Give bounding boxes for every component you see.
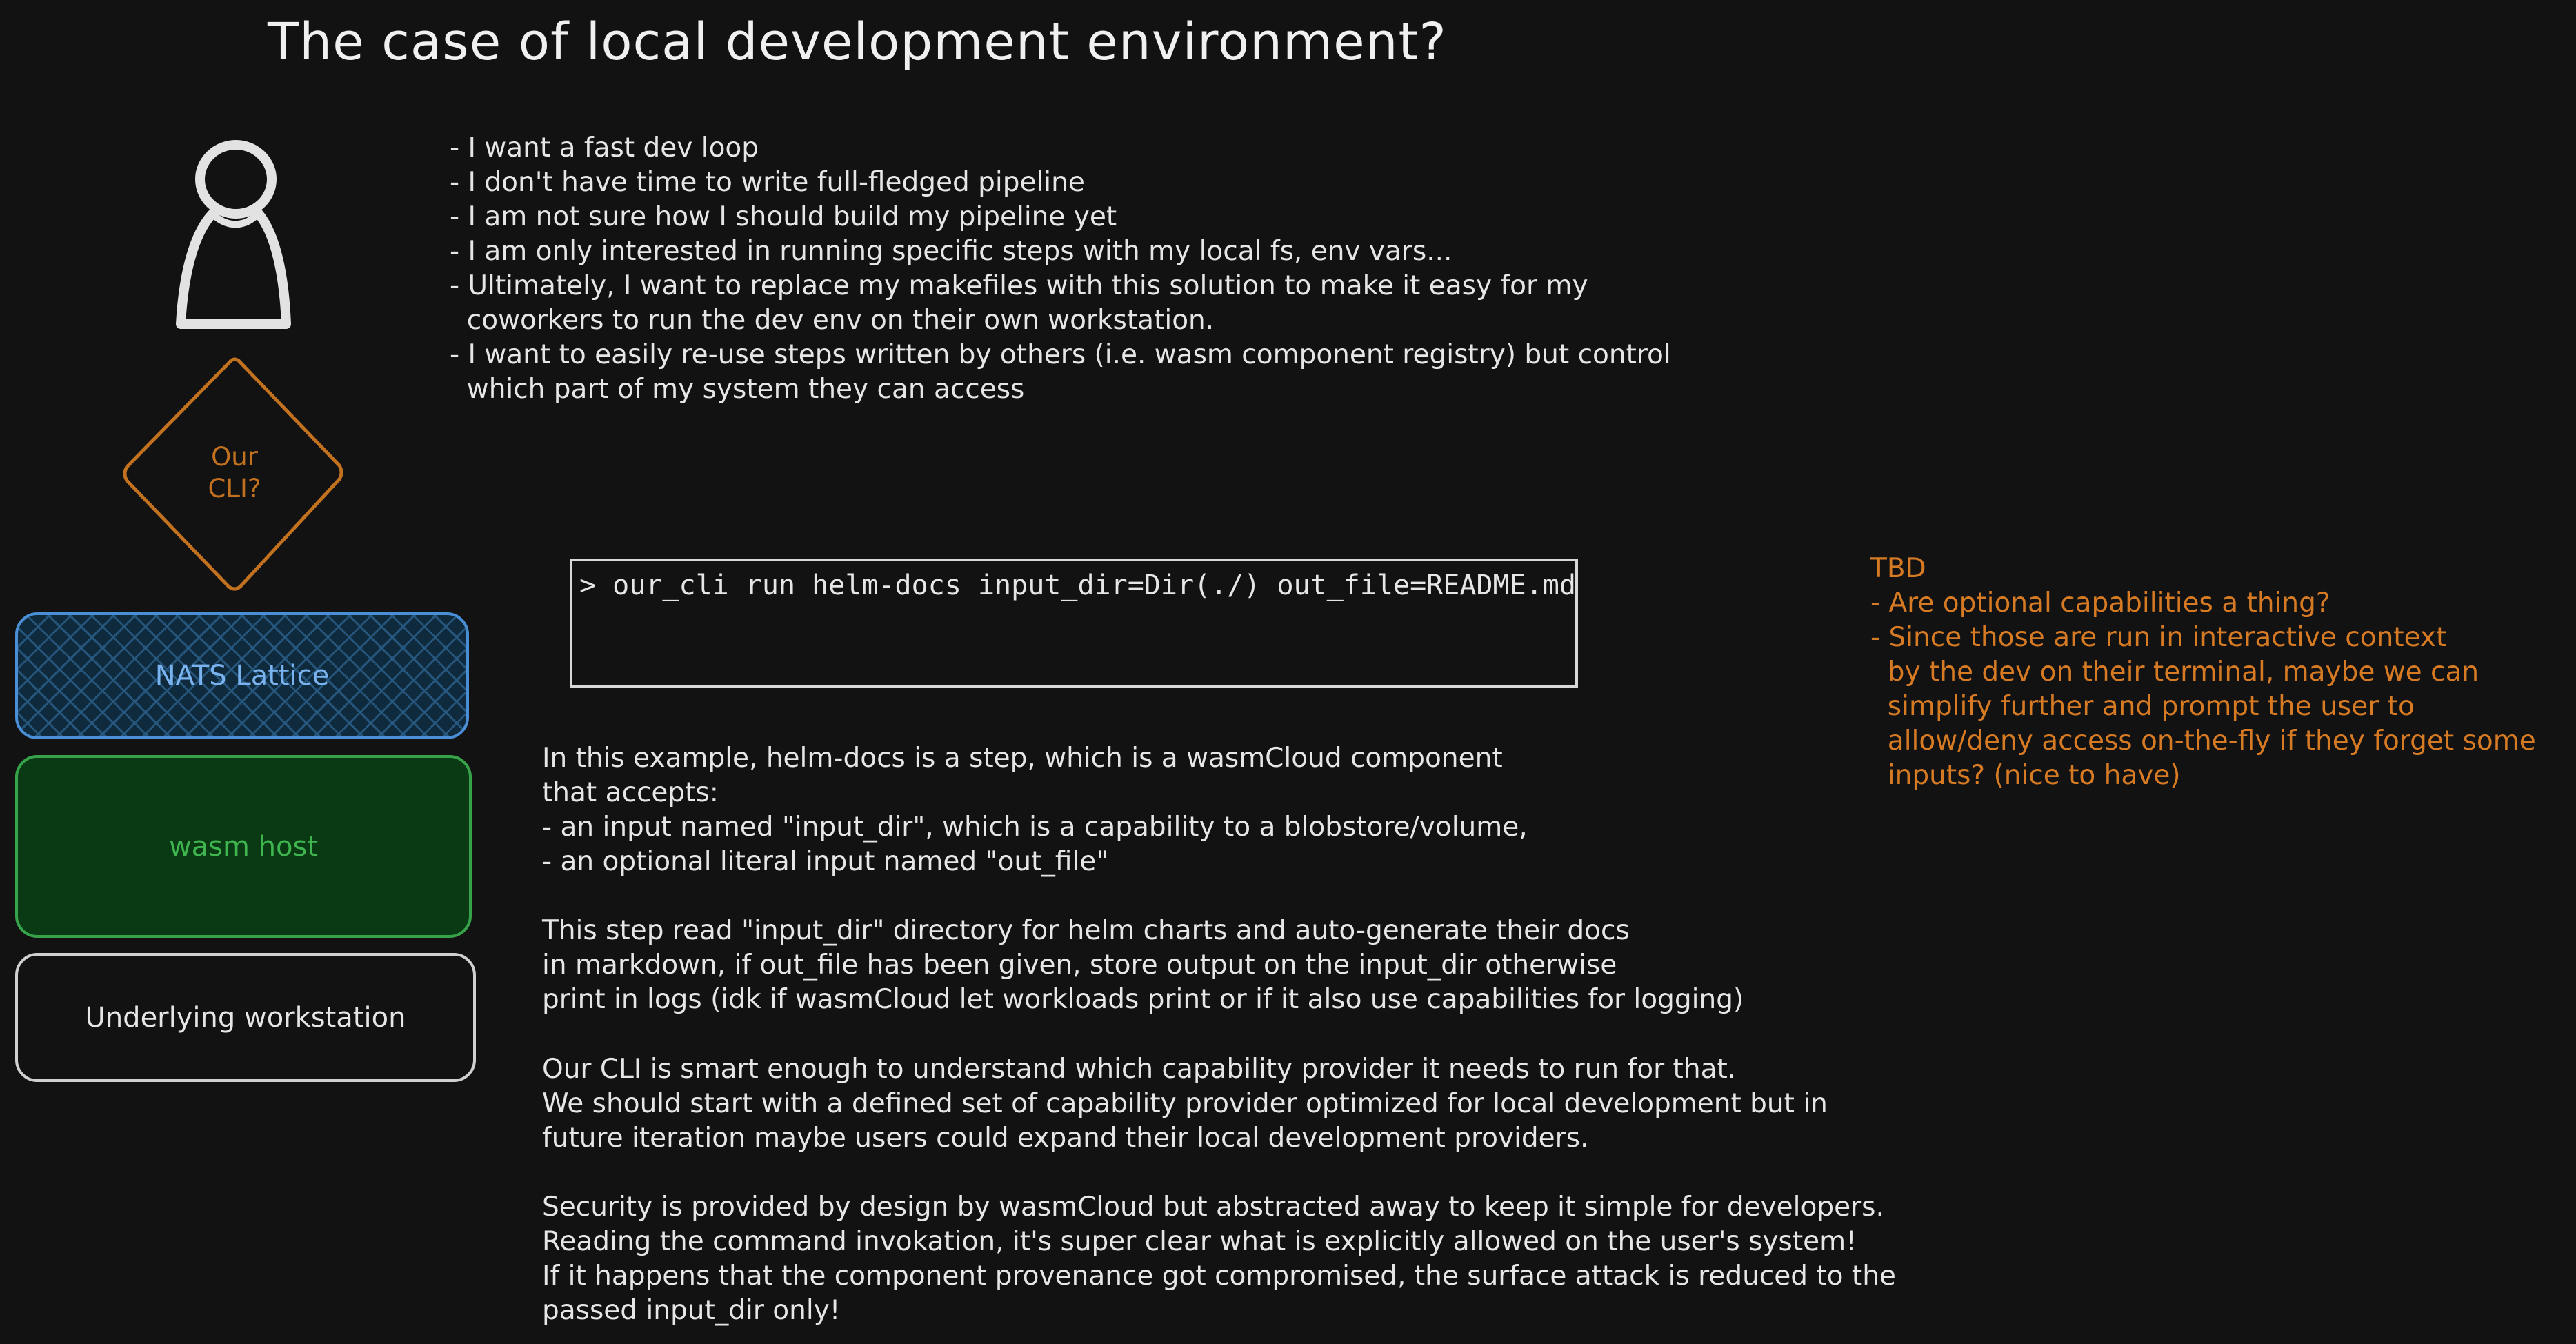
tbd-line: allow/deny access on-the-fly if they for… — [1870, 725, 2536, 756]
paragraph-step: This step read "input_dir" directory for… — [542, 914, 1744, 1017]
bullet-item: - I am not sure how I should build my pi… — [450, 201, 1117, 232]
paragraph-line: Security is provided by design by wasmCl… — [542, 1192, 1884, 1223]
page-title: The case of local development environmen… — [268, 12, 1447, 72]
paragraph-line: We should start with a defined set of ca… — [542, 1088, 1828, 1119]
person-icon — [176, 140, 291, 329]
bullet-item: - Ultimately, I want to replace my makef… — [450, 270, 1588, 301]
paragraph-line: This step read "input_dir" directory for… — [542, 915, 1630, 946]
paragraph-example: In this example, helm-docs is a step, wh… — [542, 741, 1528, 879]
paragraph-line: print in logs (idk if wasmCloud let work… — [542, 984, 1744, 1015]
paragraph-line: Our CLI is smart enough to understand wh… — [542, 1054, 1737, 1085]
bullet-item: - I don't have time to write full-fledge… — [450, 167, 1085, 198]
paragraph-line: In this example, helm-docs is a step, wh… — [542, 743, 1503, 774]
paragraph-line: in markdown, if out_file has been given,… — [542, 950, 1617, 981]
cli-diamond-shape — [123, 357, 343, 591]
command-box: > our_cli run helm-docs input_dir=Dir(./… — [570, 559, 1578, 688]
cli-diamond-label: Our CLI? — [179, 441, 290, 505]
tbd-line: simplify further and prompt the user to — [1870, 691, 2415, 722]
wasm-host-label: wasm host — [168, 830, 319, 863]
paragraph-line: that accepts: — [542, 777, 719, 808]
cli-label-line: Our — [211, 442, 258, 472]
paragraph-cli: Our CLI is smart enough to understand wh… — [542, 1052, 1828, 1156]
tbd-line: - Since those are run in interactive con… — [1870, 622, 2447, 653]
paragraph-line: Reading the command invokation, it's sup… — [542, 1226, 1857, 1257]
tbd-notes: TBD - Are optional capabilities a thing?… — [1870, 552, 2536, 793]
paragraph-line: - an optional literal input named "out_f… — [542, 846, 1109, 877]
tbd-line: inputs? (nice to have) — [1870, 760, 2181, 791]
paragraph-line: future iteration maybe users could expan… — [542, 1123, 1589, 1154]
bullet-item: coworkers to run the dev env on their ow… — [450, 305, 1215, 336]
tbd-heading: TBD — [1870, 553, 1926, 584]
nats-lattice-label: NATS Lattice — [154, 660, 330, 692]
paragraph-security: Security is provided by design by wasmCl… — [542, 1190, 1896, 1328]
command-text: > our_cli run helm-docs input_dir=Dir(./… — [579, 570, 1576, 601]
bullet-item: - I want to easily re-use steps written … — [450, 339, 1671, 370]
bullet-item: - I want a fast dev loop — [450, 132, 759, 163]
persona-bullet-list: - I want a fast dev loop - I don't have … — [450, 131, 1671, 407]
tbd-line: - Are optional capabilities a thing? — [1870, 588, 2330, 619]
nats-lattice-box: NATS Lattice — [15, 612, 469, 739]
workstation-box: Underlying workstation — [15, 953, 476, 1082]
paragraph-line: If it happens that the component provena… — [542, 1261, 1896, 1292]
bullet-item: which part of my system they can access — [450, 374, 1025, 405]
paragraph-line: passed input_dir only! — [542, 1295, 841, 1326]
paragraph-line: - an input named "input_dir", which is a… — [542, 812, 1528, 843]
cli-label-line: CLI? — [208, 474, 261, 503]
bullet-item: - I am only interested in running specif… — [450, 236, 1452, 267]
wasm-host-box: wasm host — [15, 755, 472, 938]
workstation-label: Underlying workstation — [85, 1001, 406, 1034]
tbd-line: by the dev on their terminal, maybe we c… — [1870, 656, 2479, 688]
